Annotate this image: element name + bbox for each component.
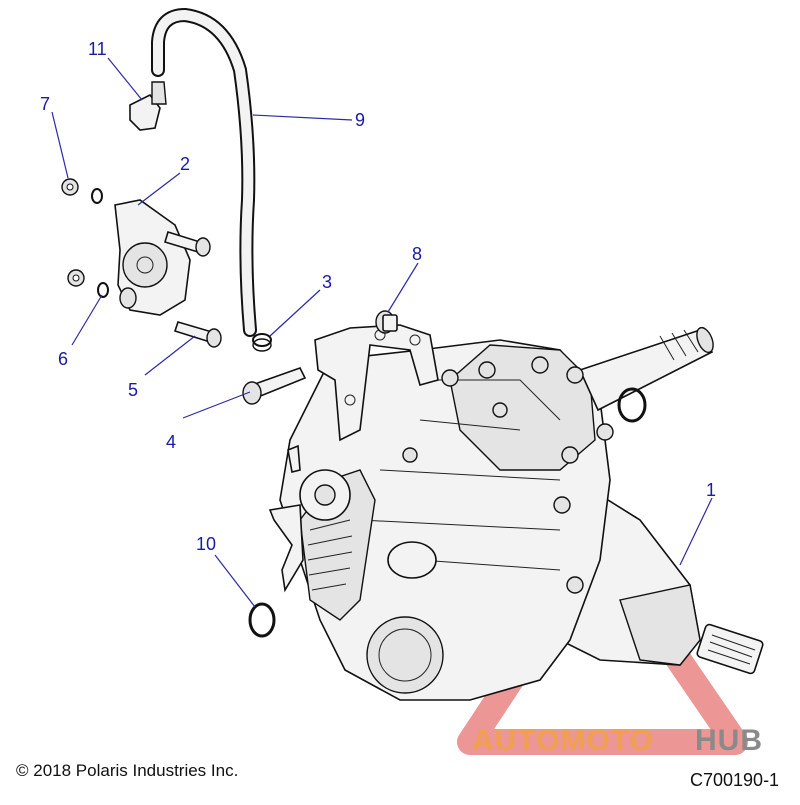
callout-3: 3 [322,272,332,292]
housing-bolts [402,356,614,594]
callout-labels: 1 2 3 4 5 6 7 8 9 10 11 [40,39,716,554]
part-8-plug [375,310,398,334]
part-9-vent-hose [151,7,257,337]
sensor-on-housing [268,444,351,593]
part-4-bolt [242,367,307,405]
cover-bolt [164,230,211,257]
watermark-part1: AUTOMOTO [472,724,654,757]
callout-7: 7 [40,94,50,114]
callout-10: 10 [196,534,216,554]
drawing-number: C700190-1 [690,770,779,790]
part-2-sensor-cover [114,199,191,316]
callout-2: 2 [180,154,190,174]
part-6-nut-washer [67,269,109,298]
callout-9: 9 [355,110,365,130]
part-11-vent-fitting [129,81,167,131]
callout-11: 11 [88,39,107,59]
callout-4: 4 [166,432,176,452]
leader-lines [51,57,713,608]
callout-8: 8 [412,244,422,264]
watermark-part2: HUB [695,724,763,757]
copyright-text: © 2018 Polaris Industries Inc. [16,761,238,780]
callout-1: 1 [706,480,716,500]
watermark-text: AUTOMOTO HUB [472,724,763,757]
callout-5: 5 [128,380,138,400]
part-5-bolt [173,321,222,348]
callout-6: 6 [58,349,68,369]
part-3-clamp [252,333,272,352]
transmission-housing [279,326,764,701]
part-7-nut-washer [61,178,103,204]
part-10-o-ring [248,602,276,638]
